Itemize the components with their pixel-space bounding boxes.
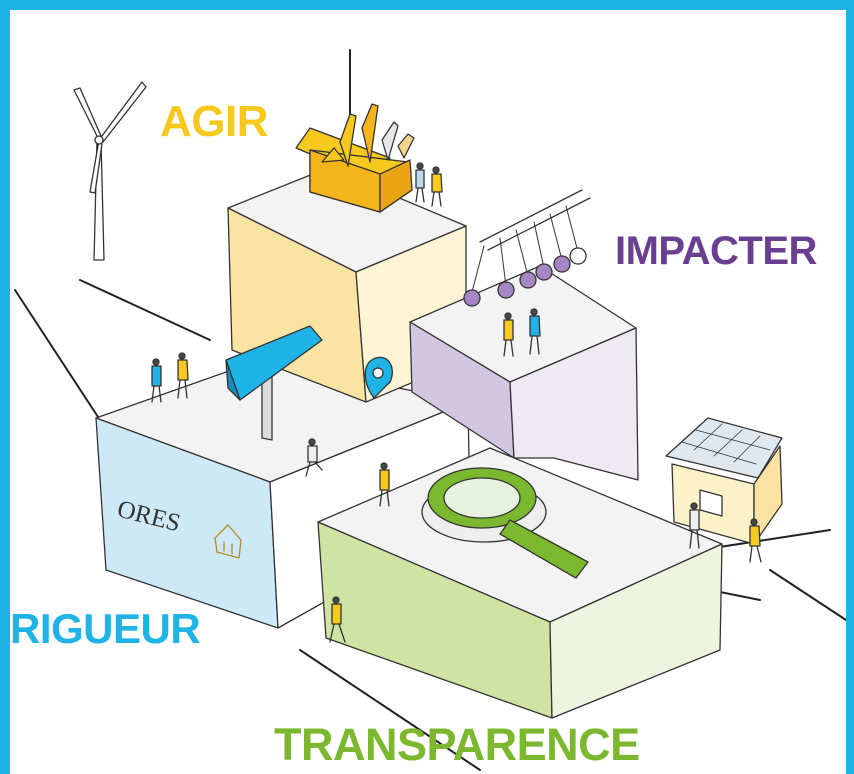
solar-house-icon	[665, 417, 783, 545]
toolbox-icon	[295, 103, 415, 213]
person-figure	[749, 518, 762, 563]
value-label-transparence: TRANSPARENCE	[274, 719, 640, 770]
illustration-canvas: ORES	[10, 10, 846, 774]
person-figure	[151, 358, 162, 403]
wind-turbine-icon	[73, 81, 147, 261]
impacter-block	[409, 265, 639, 481]
signpost-icon	[225, 325, 323, 441]
newtons-cradle-icon	[463, 189, 591, 307]
person-figure	[415, 162, 425, 203]
value-label-impacter: IMPACTER	[615, 229, 817, 273]
people-figures	[151, 162, 762, 643]
isometric-blocks-illustration: ORES	[14, 49, 846, 771]
person-figure	[431, 166, 443, 207]
person-figure	[689, 502, 700, 549]
person-figure	[329, 596, 346, 643]
magnifier-icon	[421, 467, 589, 579]
person-figure	[503, 312, 514, 357]
value-label-agir: AGIR	[160, 97, 269, 146]
person-figure	[305, 438, 323, 477]
person-figure	[379, 462, 390, 507]
person-figure	[529, 308, 541, 355]
person-figure	[177, 352, 189, 399]
house-logo-icon	[214, 524, 242, 559]
location-pin-icon	[364, 356, 393, 399]
value-label-rigueur: RIGUEUR	[10, 605, 201, 652]
